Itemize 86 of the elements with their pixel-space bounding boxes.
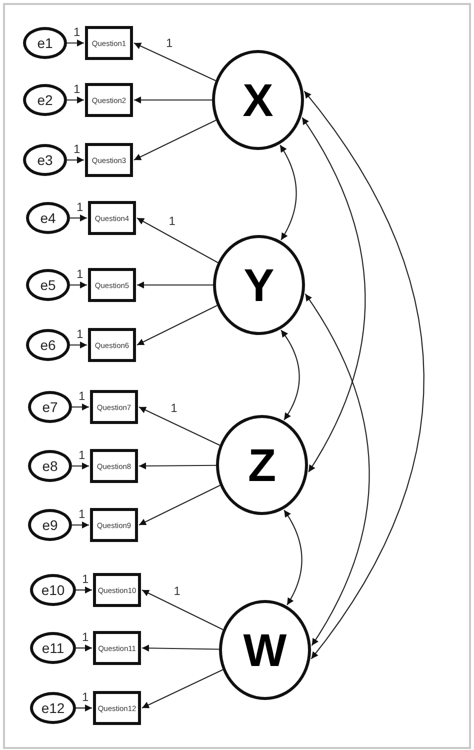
- arrow: [136, 304, 218, 346]
- latent-label: Y: [244, 262, 274, 308]
- arrow: [70, 214, 87, 222]
- arrow: [134, 42, 216, 82]
- arrow: [72, 522, 89, 528]
- error-label: e5: [40, 277, 56, 293]
- error-ellipse: [26, 329, 70, 361]
- error-label: e8: [42, 458, 58, 474]
- arrow: [142, 590, 224, 630]
- latent-label: X: [242, 77, 274, 123]
- error-label: e9: [42, 517, 58, 533]
- edge-label: 1: [81, 631, 90, 643]
- observed-variable-box: [88, 201, 136, 235]
- error-label: e6: [40, 337, 56, 353]
- arrow: [76, 704, 92, 712]
- error-ellipse: [28, 509, 72, 541]
- arrow: [138, 406, 220, 446]
- error-ellipse: [23, 84, 67, 116]
- observed-variable-box: [85, 143, 133, 177]
- edge-label: 1: [72, 83, 82, 95]
- arrow: [76, 644, 92, 652]
- error-label: e12: [41, 700, 65, 716]
- edge-label: 1: [72, 143, 82, 155]
- arrow: [70, 342, 87, 348]
- arrow: [70, 282, 87, 288]
- error-label: e10: [41, 582, 65, 598]
- edge-label: 1: [76, 328, 84, 340]
- edge-label: 1: [81, 691, 90, 703]
- error-ellipse: [23, 27, 67, 59]
- edge-label: 1: [78, 390, 86, 402]
- observed-variable-box: [90, 449, 138, 483]
- latent-label: W: [243, 627, 287, 673]
- edge-label: 1: [81, 573, 90, 585]
- error-ellipse: [26, 269, 70, 301]
- error-ellipse: [28, 450, 72, 482]
- latent-label: Z: [248, 442, 276, 488]
- edge-label: 1: [78, 508, 86, 520]
- arrow: [142, 644, 220, 652]
- error-ellipse: [23, 144, 67, 176]
- edge-label: 1: [165, 37, 174, 50]
- edge-label: 1: [170, 402, 178, 414]
- arrow: [76, 586, 92, 594]
- error-label: e2: [37, 92, 53, 108]
- edge-label: 1: [172, 585, 182, 598]
- error-ellipse: [26, 202, 70, 234]
- observed-variable-box: [90, 390, 138, 424]
- error-label: e4: [40, 210, 56, 226]
- arrow: [138, 484, 220, 526]
- arrow: [67, 156, 84, 164]
- edge-label: 1: [168, 214, 176, 227]
- error-label: e1: [37, 35, 53, 51]
- error-ellipse: [30, 692, 76, 724]
- arrow: [142, 669, 223, 708]
- edge-label: 1: [76, 201, 84, 213]
- error-ellipse: [28, 391, 72, 423]
- arrow: [304, 294, 370, 646]
- error-ellipse: [30, 632, 76, 664]
- observed-variable-box: [93, 691, 141, 725]
- arrow: [280, 144, 297, 240]
- arrow: [67, 40, 84, 46]
- error-label: e7: [42, 399, 58, 415]
- arrow: [134, 120, 216, 160]
- observed-variable-box: [90, 508, 138, 542]
- arrow: [72, 462, 89, 470]
- edge-label: 1: [72, 26, 82, 38]
- arrow: [280, 330, 300, 420]
- observed-variable-box: [93, 573, 141, 607]
- arrow: [136, 218, 218, 264]
- observed-variable-box: [88, 328, 136, 362]
- edge-label: 1: [78, 449, 86, 461]
- observed-variable-box: [85, 26, 133, 60]
- arrow: [134, 96, 212, 104]
- arrow: [302, 117, 366, 472]
- edge-label: 1: [76, 268, 84, 280]
- arrow: [284, 510, 302, 606]
- observed-variable-box: [93, 631, 141, 665]
- arrow: [304, 90, 424, 660]
- arrow: [137, 282, 213, 288]
- arrow: [67, 96, 84, 104]
- observed-variable-box: [88, 268, 136, 302]
- observed-variable-box: [85, 83, 133, 117]
- error-label: e3: [37, 152, 53, 168]
- arrow: [139, 462, 216, 470]
- arrow: [72, 404, 89, 410]
- error-ellipse: [30, 574, 76, 606]
- error-label: e11: [42, 640, 64, 656]
